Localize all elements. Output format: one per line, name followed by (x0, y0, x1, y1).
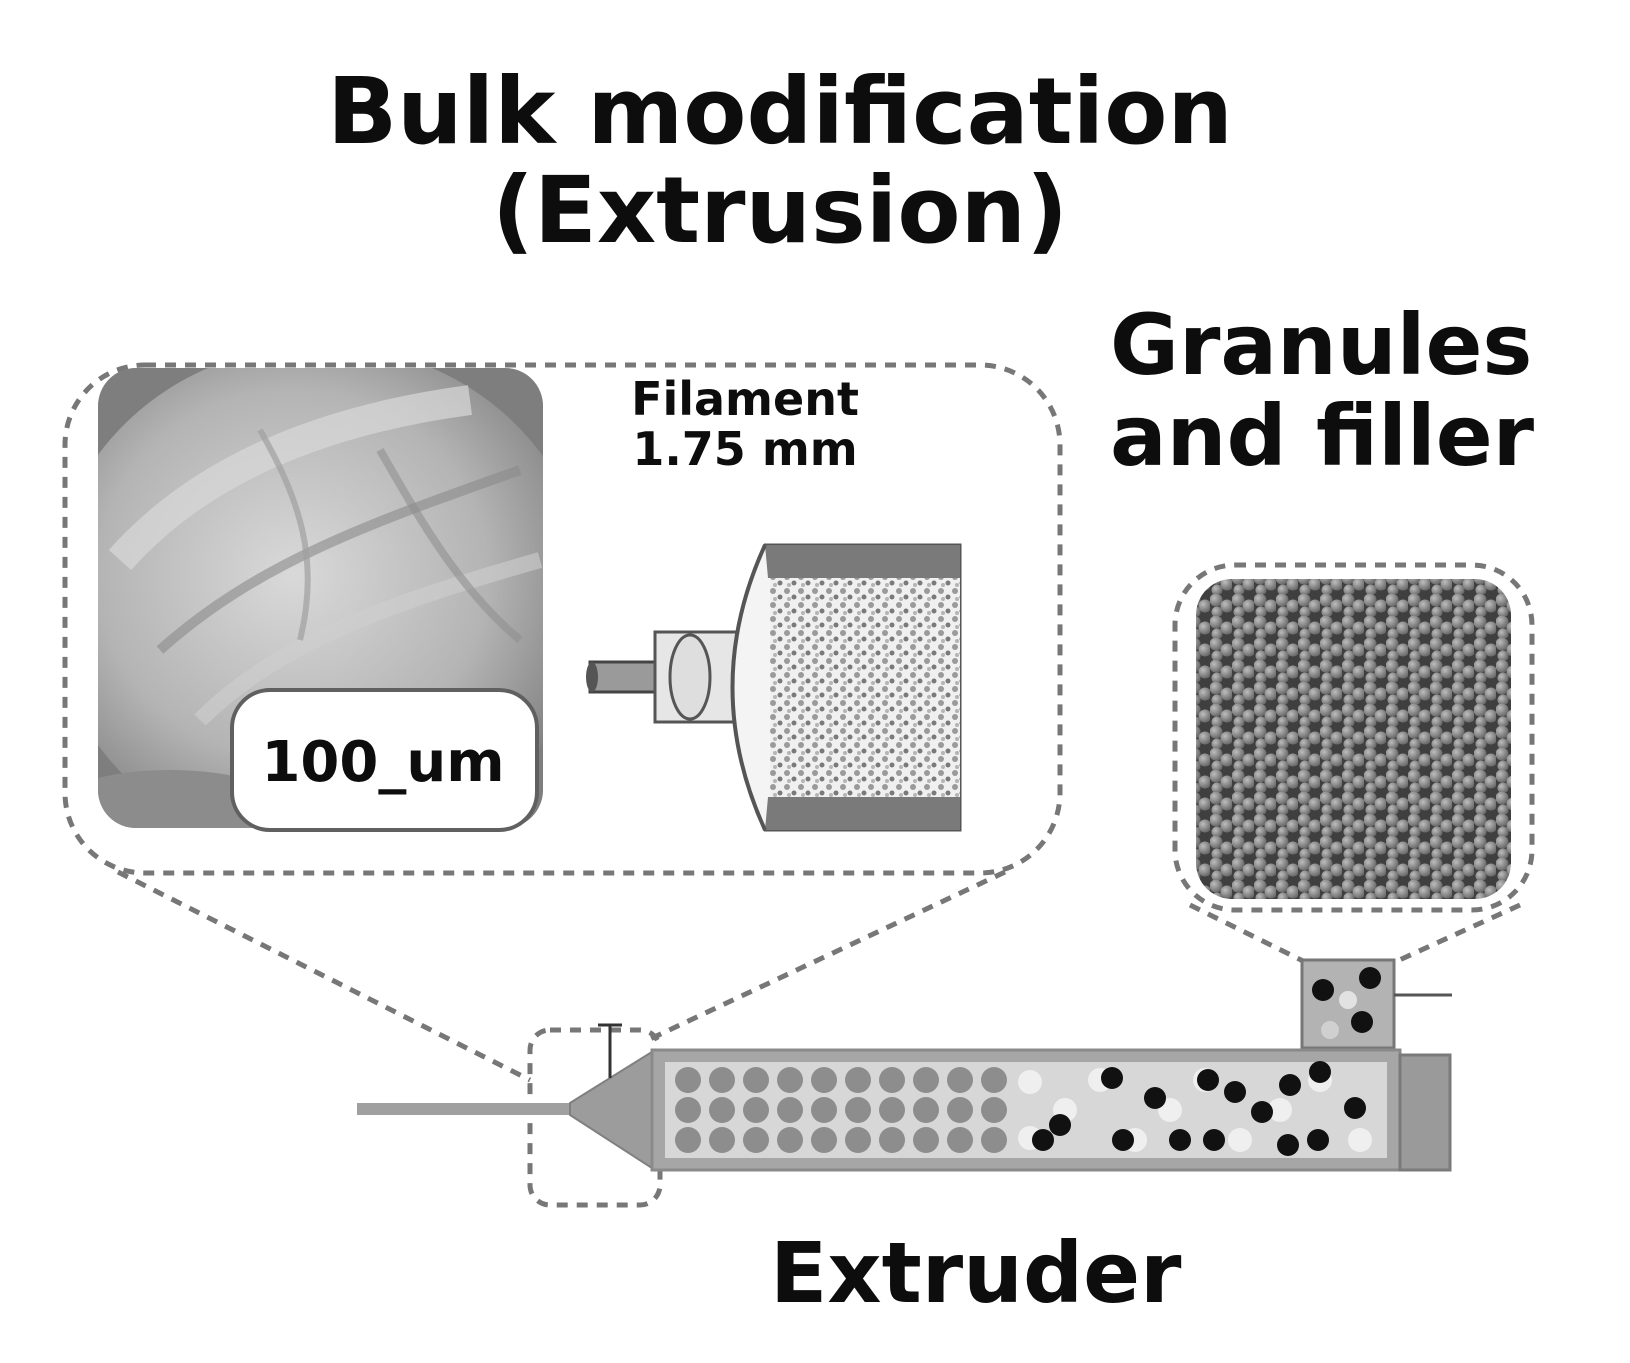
diagram-title: Bulk modification (Extrusion) (250, 62, 1310, 261)
extruder-label: Extruder (770, 1224, 1182, 1322)
scale-bar-label: 100_um (261, 730, 505, 795)
granules-label: Granules and filler (1110, 300, 1630, 481)
granules-callout (1172, 562, 1535, 965)
filament-label-line-2: 1.75 mm (632, 421, 858, 476)
filament-label-line-1: Filament (631, 372, 859, 426)
granules-label-line-1: Granules (1110, 296, 1533, 394)
scale-bar-box (230, 688, 539, 832)
granules-label-line-2: and filler (1110, 386, 1535, 485)
hopper (1300, 958, 1452, 1050)
title-line-2: (Extrusion) (491, 157, 1069, 265)
filament-label: Filament 1.75 mm (560, 372, 930, 476)
filament-cross-section-illustration (586, 543, 962, 832)
extruder-barrel (357, 1023, 1452, 1172)
title-line-1: Bulk modification (327, 58, 1233, 165)
granules-photo-image (1196, 579, 1511, 899)
